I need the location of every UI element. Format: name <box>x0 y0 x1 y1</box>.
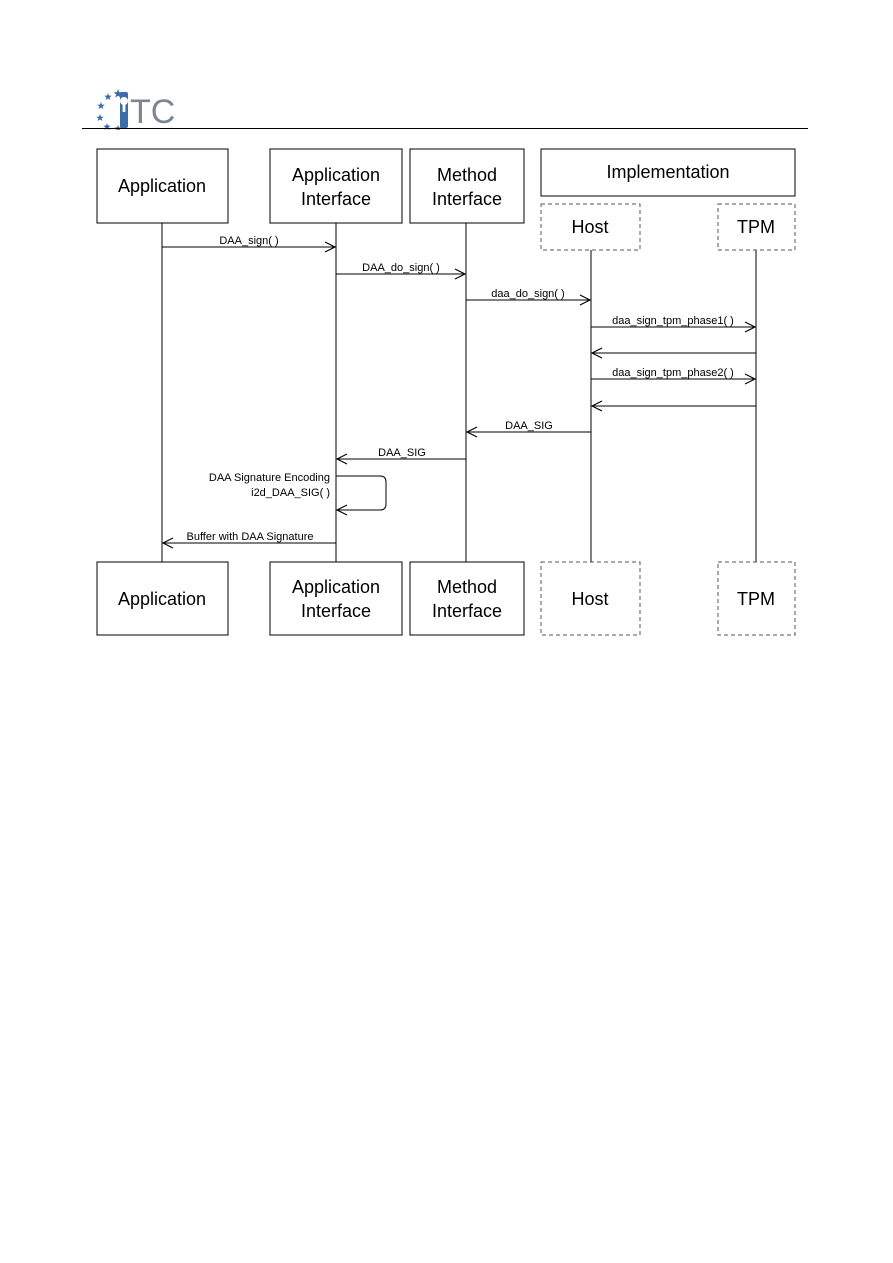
participant-tpm-bottom: TPM <box>717 561 796 636</box>
participant-label: Application <box>292 577 380 597</box>
participant-host-bottom: Host <box>540 561 641 636</box>
message-label: daa_sign_tpm_phase1( ) <box>612 315 734 327</box>
participant-tpm-top: TPM <box>717 203 796 251</box>
message-2: daa_do_sign( ) <box>466 288 590 300</box>
star-icon <box>96 114 104 121</box>
implementation-group-header: Implementation <box>540 148 796 197</box>
star-icon <box>97 102 105 109</box>
message-label: DAA_do_sign( ) <box>362 262 440 274</box>
participant-host-top: Host <box>540 203 641 251</box>
message-8: DAA_SIG <box>337 447 466 459</box>
keyhole-icon <box>120 92 128 128</box>
message-9-self: DAA Signature Encoding i2d_DAA_SIG( ) <box>209 472 387 510</box>
sequence-diagram: Implementation Application Application I… <box>96 148 796 636</box>
participant-appif-top: Application Interface <box>269 148 403 224</box>
participant-appif-bottom: Application Interface <box>269 561 403 636</box>
logo-text: TC <box>130 93 175 130</box>
participant-label: Application <box>118 176 206 196</box>
star-icon <box>103 123 111 130</box>
message-3: daa_sign_tpm_phase1( ) <box>591 315 755 327</box>
participant-app-top: Application <box>96 148 229 224</box>
message-label: DAA Signature Encoding <box>209 472 330 484</box>
participant-label: Method <box>437 165 497 185</box>
participant-label: Interface <box>432 189 502 209</box>
participant-label: TPM <box>737 589 775 609</box>
message-label: DAA_sign( ) <box>219 235 278 247</box>
participant-methif-bottom: Method Interface <box>409 561 525 636</box>
participant-label: Method <box>437 577 497 597</box>
participant-app-bottom: Application <box>96 561 229 636</box>
message-label: DAA_SIG <box>378 447 426 459</box>
star-icon <box>113 89 123 98</box>
participant-label: TPM <box>737 217 775 237</box>
star-icon <box>104 93 112 100</box>
header-divider <box>82 128 808 129</box>
tc-logo: TC <box>96 89 175 130</box>
participant-label: Interface <box>301 601 371 621</box>
participant-label: Application <box>292 165 380 185</box>
participant-label: Interface <box>432 601 502 621</box>
participant-label: Host <box>571 217 608 237</box>
message-label: i2d_DAA_SIG( ) <box>251 487 330 499</box>
message-label: daa_do_sign( ) <box>491 288 564 300</box>
implementation-label: Implementation <box>606 162 729 182</box>
message-7: DAA_SIG <box>467 420 591 432</box>
participant-label: Interface <box>301 189 371 209</box>
messages: DAA_sign( ) DAA_do_sign( ) daa_do_sign( … <box>162 235 756 543</box>
message-label: Buffer with DAA Signature <box>187 531 314 543</box>
message-label: daa_sign_tpm_phase2( ) <box>612 367 734 379</box>
participant-label: Application <box>118 589 206 609</box>
message-label: DAA_SIG <box>505 420 553 432</box>
message-5: daa_sign_tpm_phase2( ) <box>591 367 755 379</box>
message-0: DAA_sign( ) <box>162 235 335 247</box>
participant-label: Host <box>571 589 608 609</box>
participant-methif-top: Method Interface <box>409 148 525 224</box>
message-10: Buffer with DAA Signature <box>163 531 336 543</box>
message-1: DAA_do_sign( ) <box>336 262 465 274</box>
